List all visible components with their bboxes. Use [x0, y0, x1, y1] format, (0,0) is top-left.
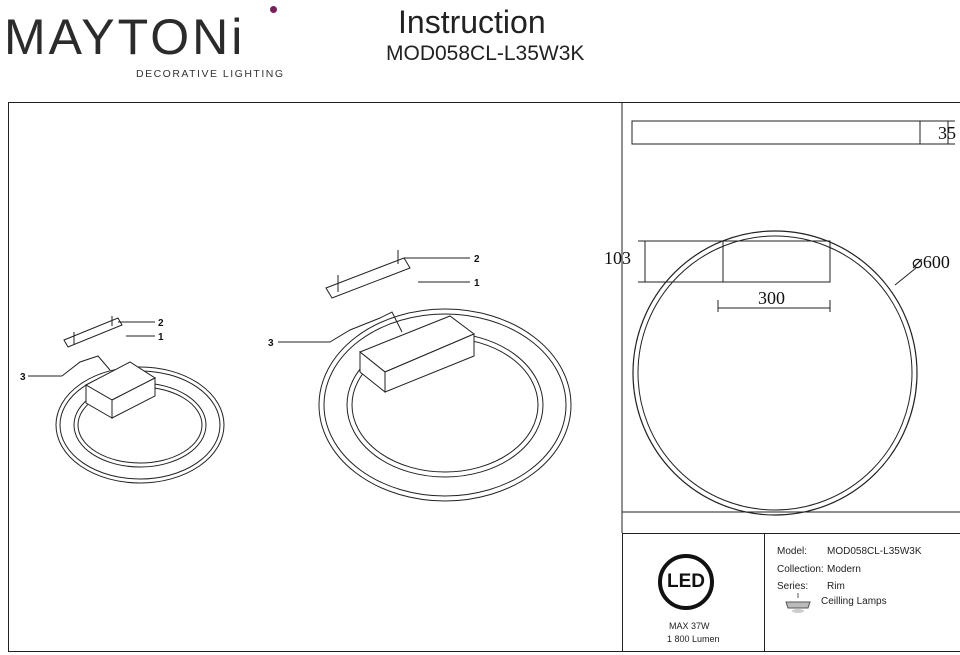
led-badge: LED: [658, 554, 714, 610]
ceiling-lamp-icon: [785, 593, 811, 613]
large-callout-3: 3: [268, 338, 274, 349]
large-assembly-view: 2 1 3: [268, 250, 572, 502]
small-callout-1: 1: [158, 332, 164, 343]
height-dimension: 35: [938, 123, 956, 143]
large-callout-2: 2: [474, 254, 480, 265]
spec-panel: LED MAX 37W 1 800 Lumen Model: MOD058CL-…: [622, 533, 960, 652]
document-title: Instruction: [398, 4, 546, 40]
collection-label: Collection:: [777, 564, 824, 575]
base-width-dimension: 300: [758, 288, 785, 308]
model-value: MOD058CL-L35W3K: [827, 546, 922, 557]
led-panel: LED MAX 37W 1 800 Lumen: [623, 534, 765, 652]
brand-tagline: DECORATIVE LIGHTING: [136, 68, 285, 80]
document-model: MOD058CL-L35W3K: [386, 42, 585, 65]
led-power: MAX 37W: [669, 621, 710, 631]
large-callout-1: 1: [474, 278, 480, 289]
brand-logo: MAYTONi: [4, 9, 246, 65]
collection-value: Modern: [827, 564, 861, 575]
dimension-drawing: 35 300 103 ⌀600: [604, 120, 956, 516]
led-lumen: 1 800 Lumen: [667, 634, 720, 644]
drawing-sheet: [8, 102, 960, 652]
small-callout-3: 3: [20, 372, 26, 383]
series-value: Rim: [827, 581, 845, 592]
category-label: Ceilling Lamps: [821, 596, 887, 607]
small-assembly-view: 2 1 3: [20, 316, 225, 484]
diameter-dimension: ⌀600: [912, 252, 950, 272]
small-callout-2: 2: [158, 318, 164, 329]
logo-accent-dot: [270, 6, 277, 13]
model-label: Model:: [777, 546, 808, 557]
series-label: Series:: [777, 581, 809, 592]
base-height-dimension: 103: [604, 248, 631, 268]
